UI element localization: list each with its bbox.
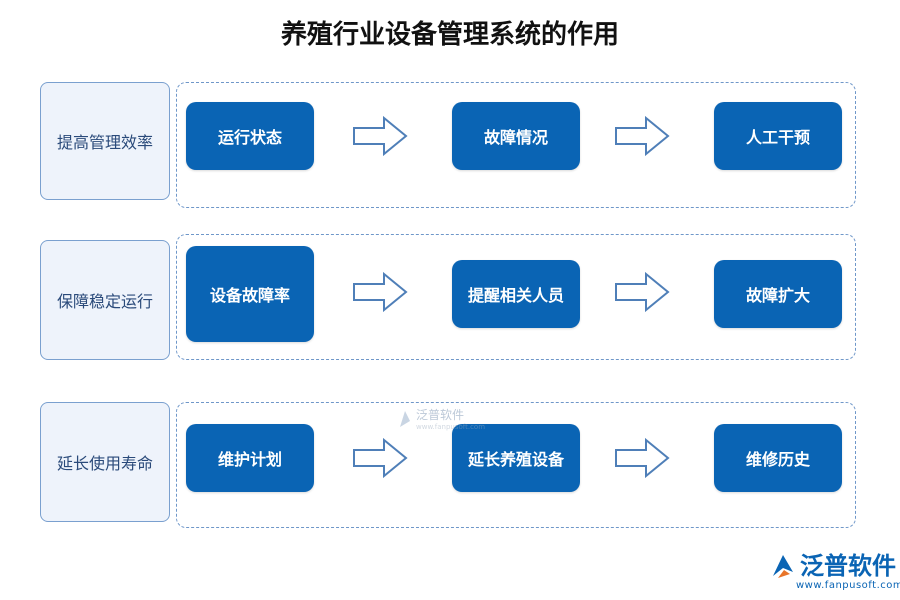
row-label: 提高管理效率 [40, 82, 170, 200]
watermark-subtext: www.fanpusoft.com [416, 423, 486, 431]
watermark-text: 泛普软件 [416, 408, 465, 422]
right-arrow-icon [615, 272, 670, 312]
right-arrow-icon [615, 438, 670, 478]
step-box: 人工干预 [714, 102, 842, 170]
right-arrow-icon [353, 438, 408, 478]
brand-logo: 泛普软件 [770, 552, 896, 580]
fanpu-logo-icon [773, 555, 793, 578]
row-label: 延长使用寿命 [40, 402, 170, 522]
right-arrow-icon [615, 116, 670, 156]
step-box: 故障情况 [452, 102, 580, 170]
logo-text: 泛普软件 [800, 552, 896, 580]
logo-url: www.fanpusoft.com [796, 580, 900, 591]
step-box: 提醒相关人员 [452, 260, 580, 328]
row-frame [176, 234, 856, 360]
right-arrow-icon [353, 116, 408, 156]
step-box: 设备故障率 [186, 246, 314, 342]
step-box: 维护计划 [186, 424, 314, 492]
step-box: 延长养殖设备 [452, 424, 580, 492]
right-arrow-icon [353, 272, 408, 312]
row-frame [176, 402, 856, 528]
watermark-logo-icon [400, 410, 410, 427]
row-frame [176, 82, 856, 208]
watermark: 泛普软件 www.fanpusoft.com [398, 406, 485, 431]
step-box: 故障扩大 [714, 260, 842, 328]
page-title: 养殖行业设备管理系统的作用 [280, 20, 619, 50]
step-box: 维修历史 [714, 424, 842, 492]
step-box: 运行状态 [186, 102, 314, 170]
row-label: 保障稳定运行 [40, 240, 170, 360]
